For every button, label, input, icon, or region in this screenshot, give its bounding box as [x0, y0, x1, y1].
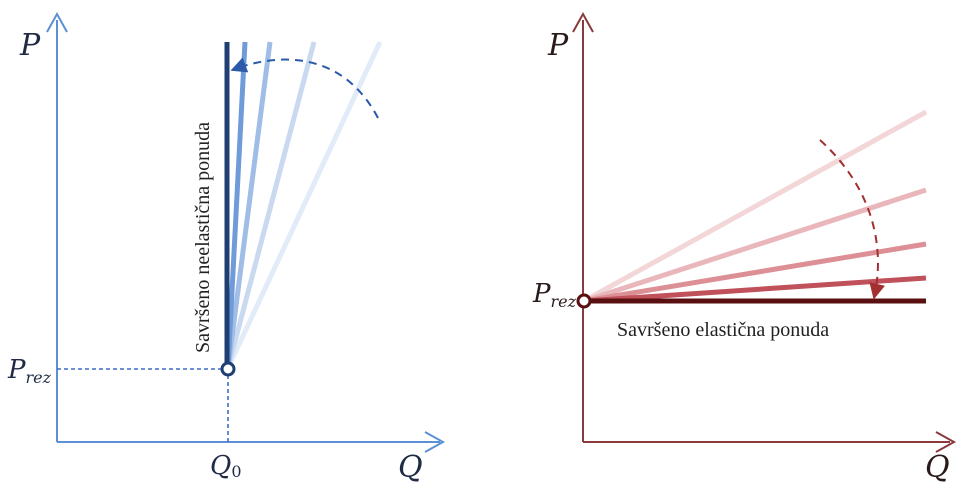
- left-panel: P Q Prez Q0 Savršeno neelastična ponuda: [7, 11, 446, 484]
- left-price-label-main: P: [7, 355, 26, 385]
- right-x-axis-label: Q: [925, 450, 950, 484]
- supply-curve-r2: [583, 275, 927, 304]
- supply-curve-4: [225, 41, 317, 369]
- supply-curve-3: [225, 41, 273, 369]
- supply-curve-r3: [583, 241, 927, 304]
- reservation-point-left: [220, 361, 236, 377]
- supply-curve-2: [225, 41, 248, 369]
- rotation-arrow-left: [230, 57, 379, 119]
- right-x-axis-arrowhead: [935, 431, 957, 453]
- left-y-axis-arrowhead: [46, 11, 68, 33]
- left-y-axis-label: P: [19, 28, 41, 63]
- right-price-label: Prez: [532, 279, 577, 311]
- left-price-label: Prez: [7, 355, 52, 387]
- left-quantity-label: Q0: [210, 451, 242, 481]
- left-quantity-label-sub: 0: [231, 462, 241, 481]
- left-quantity-label-main: Q: [210, 451, 231, 481]
- right-price-label-sub: rez: [551, 292, 577, 311]
- left-x-axis-label: Q: [398, 450, 423, 484]
- left-x-axis-arrowhead: [424, 431, 446, 453]
- supply-curve-r5: [582, 109, 928, 304]
- right-y-axis-label: P: [547, 28, 569, 63]
- right-y-axis-arrowhead: [572, 11, 594, 33]
- reservation-point-right: [576, 293, 592, 309]
- right-price-label-main: P: [532, 279, 551, 309]
- supply-curve-5: [225, 40, 383, 370]
- left-caption: Savršeno neelastična ponuda: [192, 122, 214, 353]
- right-caption: Savršeno elastična ponuda: [617, 319, 829, 341]
- right-panel: P Q Prez Savršeno elastična ponuda: [532, 11, 957, 484]
- left-price-label-sub: rez: [26, 368, 52, 387]
- rotation-arrow-right: [819, 139, 886, 300]
